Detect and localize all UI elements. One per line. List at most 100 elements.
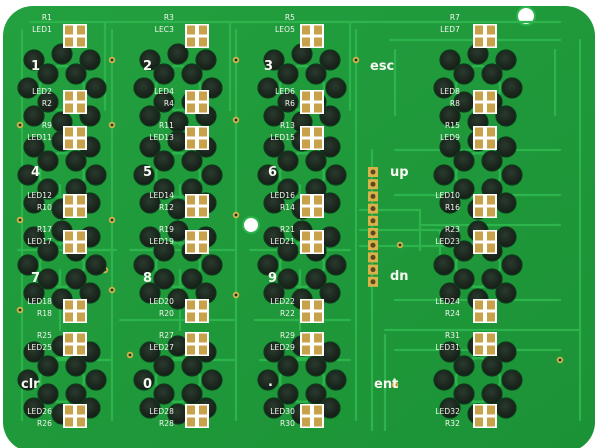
- smd-pad: [302, 91, 310, 101]
- smd-pad: [487, 312, 495, 322]
- via-hole: [110, 58, 114, 62]
- key-0: 0: [143, 377, 153, 392]
- smd-pad: [475, 345, 483, 355]
- button-pad: [305, 268, 327, 290]
- designator-led18: LED18: [27, 297, 52, 306]
- designator-r25: R25: [36, 331, 52, 340]
- smd-pad: [199, 103, 207, 113]
- button-pad: [85, 77, 107, 99]
- button-pad: [37, 63, 59, 85]
- button-pad: [201, 254, 223, 276]
- button-pad: [433, 369, 455, 391]
- button-pad: [23, 136, 45, 158]
- smd-pad: [187, 207, 195, 217]
- designator-r26: R26: [36, 419, 52, 428]
- designator-led25: LED25: [27, 343, 52, 352]
- button-pad: [85, 254, 107, 276]
- header-pin-hole: [370, 181, 376, 187]
- smd-pad: [65, 300, 73, 310]
- designator-led14: LED14: [149, 191, 174, 200]
- button-pad: [277, 240, 299, 262]
- smd-pad: [302, 312, 310, 322]
- button-pad: [263, 397, 285, 419]
- via-hole: [234, 118, 238, 122]
- button-pad: [501, 254, 523, 276]
- via-hole: [398, 243, 402, 247]
- smd-pad: [487, 417, 495, 427]
- button-pad: [305, 355, 327, 377]
- smd-pad: [302, 207, 310, 217]
- via-hole: [234, 58, 238, 62]
- button-pad: [167, 43, 189, 65]
- smd-pad: [475, 231, 483, 241]
- designator-led12: LED12: [27, 191, 52, 200]
- button-pad: [257, 77, 279, 99]
- smd-pad: [77, 243, 85, 253]
- button-pad: [181, 383, 203, 405]
- button-pad: [181, 150, 203, 172]
- button-pad: [433, 164, 455, 186]
- via-hole: [18, 218, 22, 222]
- smd-pad: [187, 231, 195, 241]
- button-pad: [439, 105, 461, 127]
- center-mount-hole: [242, 216, 260, 234]
- smd-pad: [487, 207, 495, 217]
- button-pad: [495, 49, 517, 71]
- button-pad: [277, 355, 299, 377]
- smd-pad: [314, 195, 322, 205]
- button-pad: [277, 91, 299, 113]
- smd-pad: [475, 25, 483, 35]
- button-pad: [181, 355, 203, 377]
- header-pin-hole: [370, 218, 376, 224]
- via-hole: [110, 123, 114, 127]
- smd-pad: [314, 25, 322, 35]
- smd-pad: [65, 127, 73, 137]
- smd-pad: [65, 231, 73, 241]
- designator-r14: R14: [279, 203, 295, 212]
- button-pad: [263, 282, 285, 304]
- smd-pad: [199, 405, 207, 415]
- button-ring: [38, 241, 86, 289]
- button-pad: [65, 150, 87, 172]
- smd-pad: [77, 300, 85, 310]
- smd-pad: [314, 300, 322, 310]
- designator-r28: R28: [158, 419, 174, 428]
- button-pad: [453, 63, 475, 85]
- button-pad: [325, 164, 347, 186]
- header-pin-hole: [370, 279, 376, 285]
- button-pad: [23, 226, 45, 248]
- button-pad: [79, 49, 101, 71]
- smd-pad: [475, 417, 483, 427]
- smd-pad: [187, 127, 195, 137]
- button-pad: [453, 150, 475, 172]
- designator-led22: LED22: [270, 297, 295, 306]
- smd-pad: [199, 243, 207, 253]
- button-pad: [439, 226, 461, 248]
- button-pad: [153, 268, 175, 290]
- designator-leo5: LEO5: [275, 25, 295, 34]
- smd-pad: [77, 405, 85, 415]
- smd-pad: [65, 195, 73, 205]
- smd-pad: [487, 333, 495, 343]
- smd-pad: [302, 195, 310, 205]
- button-pad: [139, 282, 161, 304]
- button-ring: [38, 356, 86, 404]
- smd-pad: [475, 243, 483, 253]
- button-pad: [277, 268, 299, 290]
- designator-r5: R5: [284, 13, 295, 22]
- button-pad: [263, 49, 285, 71]
- button-pad: [439, 136, 461, 158]
- header-pin-hole: [370, 206, 376, 212]
- key-up: up: [390, 165, 409, 180]
- corner-mount-hole: [516, 6, 536, 26]
- designator-r11: R11: [158, 121, 174, 130]
- smd-pad: [487, 91, 495, 101]
- button-pad: [153, 178, 175, 200]
- smd-pad: [487, 127, 495, 137]
- button-pad: [65, 268, 87, 290]
- designator-led19: LED19: [149, 237, 174, 246]
- button-pads: [17, 43, 523, 425]
- smd-pad: [302, 127, 310, 137]
- designator-led6: LED6: [275, 87, 295, 96]
